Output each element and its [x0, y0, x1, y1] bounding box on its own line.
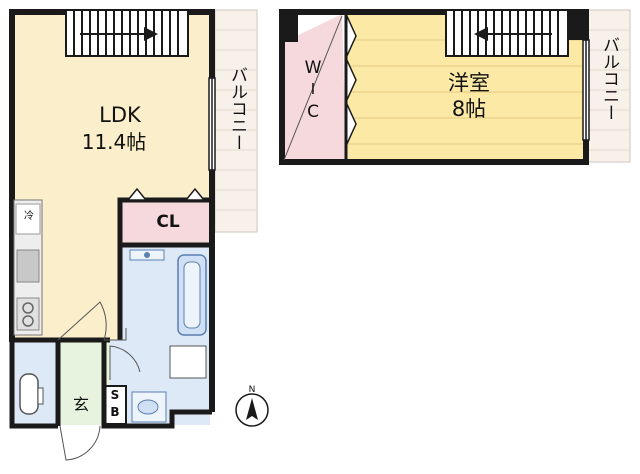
- bedroom-name: 洋室: [448, 71, 490, 95]
- closet-doors: [126, 187, 206, 201]
- fridge-box: [15, 203, 41, 235]
- walls-1f: [9, 9, 215, 412]
- entrance-label: 玄: [72, 395, 89, 414]
- wic-label-w: W: [304, 58, 322, 78]
- balcony-label-right: バルコニー: [599, 36, 619, 121]
- fridge-label: 冷: [24, 211, 34, 222]
- bathtub: [129, 249, 207, 336]
- balcony-left: [214, 9, 258, 233]
- closet-floor: [122, 200, 212, 245]
- balcony-door-2f: [582, 39, 590, 141]
- bedroom-flooring-lines: [346, 39, 586, 145]
- closet-walls: [117, 197, 212, 340]
- shoe-box-b: B: [110, 405, 120, 419]
- hall-floor: [58, 340, 110, 425]
- laundry-space: [169, 345, 207, 379]
- wic-floor: [284, 14, 346, 160]
- wic-diagonal: [283, 15, 343, 161]
- wic-folding-doors: [345, 13, 357, 147]
- toilet-fixture: [19, 373, 44, 415]
- closet-label: CL: [156, 212, 180, 232]
- staircase-1f: [65, 9, 189, 57]
- compass-north: N: [248, 385, 256, 395]
- ldk-name: LDK: [99, 103, 141, 127]
- balcony-label-left: バルコニー: [227, 66, 247, 151]
- compass-icon: [235, 393, 269, 427]
- walls-1f-lower: [9, 337, 212, 429]
- wic-label-i: I: [310, 80, 316, 98]
- shoe-box-s: S: [110, 388, 120, 402]
- wall-post-2f: [282, 12, 298, 42]
- ldk-size: 11.4帖: [81, 130, 147, 154]
- bedroom-size: 8帖: [451, 97, 487, 121]
- doors-1f: [57, 301, 141, 461]
- sink: [16, 249, 40, 283]
- wic-label-c: C: [307, 102, 319, 122]
- kitchen-counter: [13, 199, 43, 336]
- staircase-2f: [445, 9, 569, 57]
- balcony-door-1f: [208, 77, 216, 171]
- wall-post-2f-right: [568, 12, 586, 40]
- wash-basin: [131, 391, 167, 423]
